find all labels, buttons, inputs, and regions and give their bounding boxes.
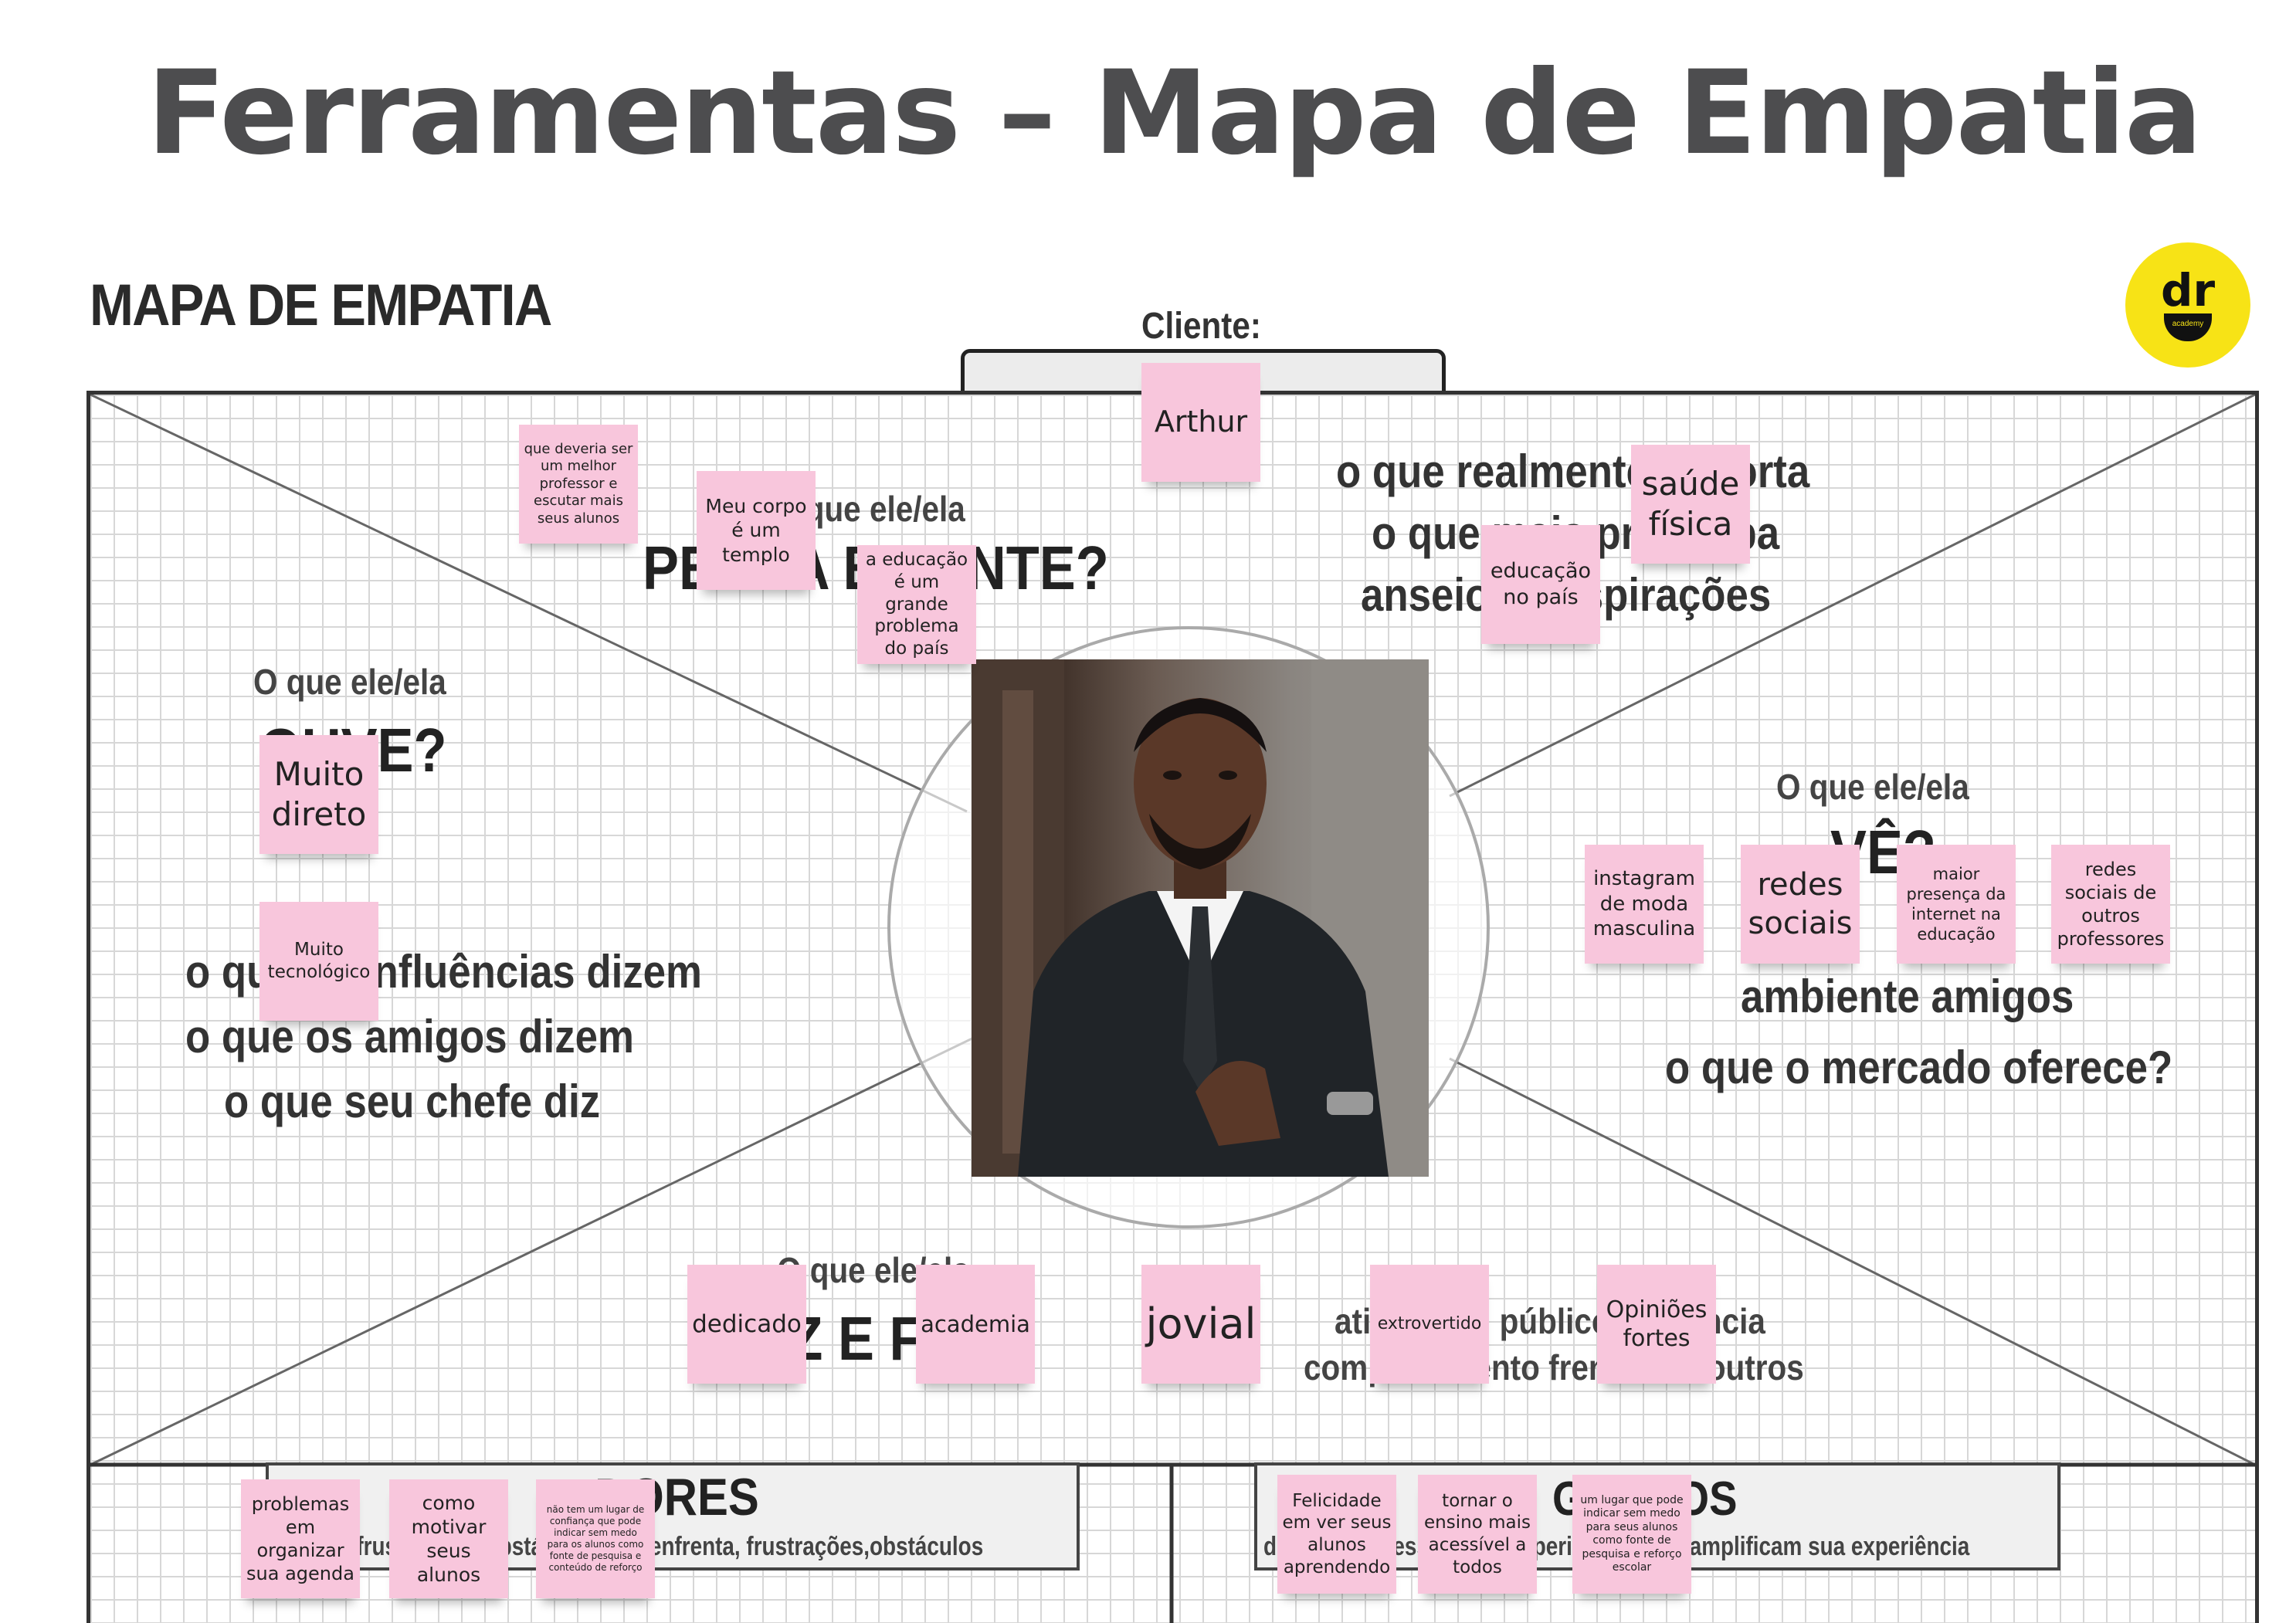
sticky-note[interactable]: instagram de moda masculina bbox=[1585, 845, 1704, 964]
sticky-note[interactable]: dedicado bbox=[687, 1265, 806, 1384]
logo-badge-icon: academy bbox=[2164, 313, 2212, 341]
sticky-note[interactable]: academia bbox=[916, 1265, 1035, 1384]
sticky-note[interactable]: problemas em organizar sua agenda bbox=[241, 1479, 360, 1598]
map-heading: MAPA DE EMPATIA bbox=[90, 273, 552, 338]
sticky-note[interactable]: que deveria ser um melhor professor e es… bbox=[519, 425, 638, 544]
sticky-note[interactable]: como motivar seus alunos bbox=[389, 1479, 508, 1598]
sticky-note-client[interactable]: Arthur bbox=[1141, 363, 1260, 482]
logo-mark-icon: dr bbox=[2160, 264, 2216, 317]
sticky-note[interactable]: maior presença da internet na educação bbox=[1897, 845, 2016, 964]
sticky-note[interactable]: Meu corpo é um templo bbox=[697, 471, 816, 590]
ouve-line: o que os amigos dizem bbox=[185, 1011, 634, 1062]
sticky-note[interactable]: jovial bbox=[1141, 1265, 1260, 1384]
person-illustration-icon bbox=[972, 659, 1429, 1177]
sticky-note[interactable]: educação no país bbox=[1481, 525, 1600, 644]
sticky-note[interactable]: Muito tecnológico bbox=[259, 902, 378, 1021]
page-title: Ferramentas – Mapa de Empatia bbox=[146, 46, 2203, 181]
sticky-note[interactable]: Opiniões fortes bbox=[1597, 1265, 1716, 1384]
sticky-note[interactable]: saúde física bbox=[1631, 445, 1750, 564]
ouve-line: o que seu chefe diz bbox=[224, 1076, 601, 1127]
sticky-note[interactable]: redes sociais bbox=[1741, 845, 1860, 964]
ve-line: ambiente amigos bbox=[1741, 971, 2074, 1022]
sticky-note[interactable]: não tem um lugar de confiança que pode i… bbox=[536, 1479, 655, 1598]
ve-prefix: O que ele/ela bbox=[1776, 767, 1969, 807]
sticky-note[interactable]: a educação é um grande problema do país bbox=[857, 545, 976, 664]
client-photo bbox=[972, 659, 1429, 1177]
ve-line: o que o mercado oferece? bbox=[1665, 1042, 2173, 1093]
sticky-note[interactable]: redes sociais de outros professores bbox=[2051, 845, 2170, 964]
sticky-note[interactable]: Felicidade em ver seus alunos aprendendo bbox=[1277, 1475, 1396, 1594]
client-label: Cliente: bbox=[1141, 306, 1261, 347]
sticky-note[interactable]: extrovertido bbox=[1370, 1265, 1489, 1384]
sticky-note[interactable]: um lugar que pode indicar sem medo para … bbox=[1572, 1475, 1691, 1594]
ouve-prefix: O que ele/ela bbox=[253, 662, 446, 702]
brand-logo: dr academy bbox=[2125, 242, 2250, 368]
sticky-note[interactable]: tornar o ensino mais acessível a todos bbox=[1418, 1475, 1537, 1594]
sticky-note[interactable]: Muito direto bbox=[259, 735, 378, 854]
